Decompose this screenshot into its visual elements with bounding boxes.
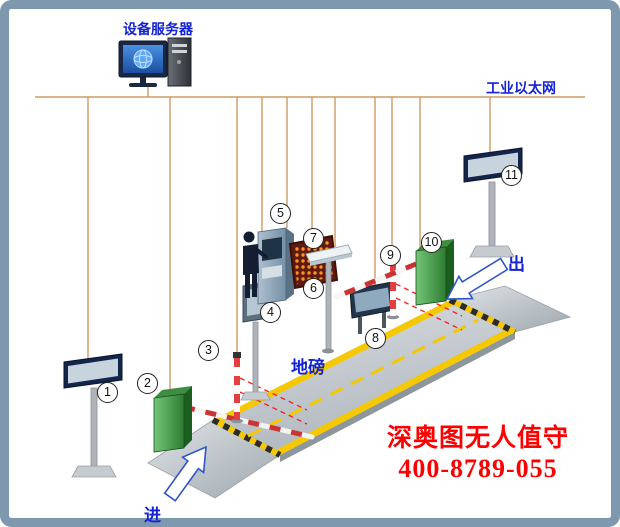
scale-label: 地磅 [291,358,325,377]
deck-yellow-strip-right [273,328,515,455]
barrier-arm-stripes [335,261,417,300]
scale-display [349,281,395,334]
entrance-arrow [163,445,207,502]
server-label: 设备服务器 [123,21,193,37]
badge-4: 4 [260,302,281,323]
sensor-cap [233,352,241,358]
globe-icon [133,49,153,69]
kiosk-screen [262,237,282,261]
ethernet-lines [35,86,585,389]
monitor-base [129,83,157,87]
badge-9: 9 [380,245,401,266]
badge-7: 7 [303,228,324,249]
reader-base [240,391,271,401]
barrier-cabinet-entrance [153,386,315,453]
display-post-panel [305,244,353,263]
display-pole [90,387,98,467]
barrier-arm [181,404,315,440]
badge-11: 11 [501,165,522,186]
badge-3: 3 [198,340,219,361]
cabinet-side [446,239,454,301]
badge-2: 2 [137,373,158,394]
deck-centerline [247,318,479,438]
server-computer [118,37,192,87]
display-screen [68,358,118,384]
cabinet-top [154,386,192,398]
led-display-entrance [63,353,123,478]
kiosk-keypad [262,265,282,279]
barrier-cabinet-exit [333,239,454,306]
cabinet-side [184,386,192,448]
ethernet-label: 工业以太网 [486,80,556,96]
sensor-pole-entrance [231,352,243,424]
display-base [71,465,117,478]
branding-phone: 400-8789-055 [398,454,558,483]
deck-under-edge [280,332,515,462]
display-post-pole [325,261,332,351]
deck-end-hazard-stripes [211,297,517,458]
kiosk [257,227,294,305]
badge-8: 8 [365,328,386,349]
display-base [469,245,515,258]
badge-1: 1 [97,382,118,403]
reader-pole [252,321,259,393]
monitor-stand [140,77,146,83]
badge-6: 6 [303,278,324,299]
cabinet-front [415,246,447,306]
badge-10: 10 [421,232,442,253]
entrance-label: 进 [144,506,161,525]
person-figure [243,231,268,298]
deck-yellow-strip-left [213,300,457,424]
badge-5: 5 [270,203,291,224]
branding-company: 深奥图无人值守 [386,425,569,452]
cabinet-front [153,393,185,453]
exit-arrow [445,257,509,300]
branding: 深奥图无人值守 400-8789-055 [368,424,588,484]
scale-display-screen [354,287,390,313]
display-pole [488,181,496,247]
exit-label: 出 [508,255,525,274]
display-post [305,244,353,354]
display-post-underside [310,253,352,266]
